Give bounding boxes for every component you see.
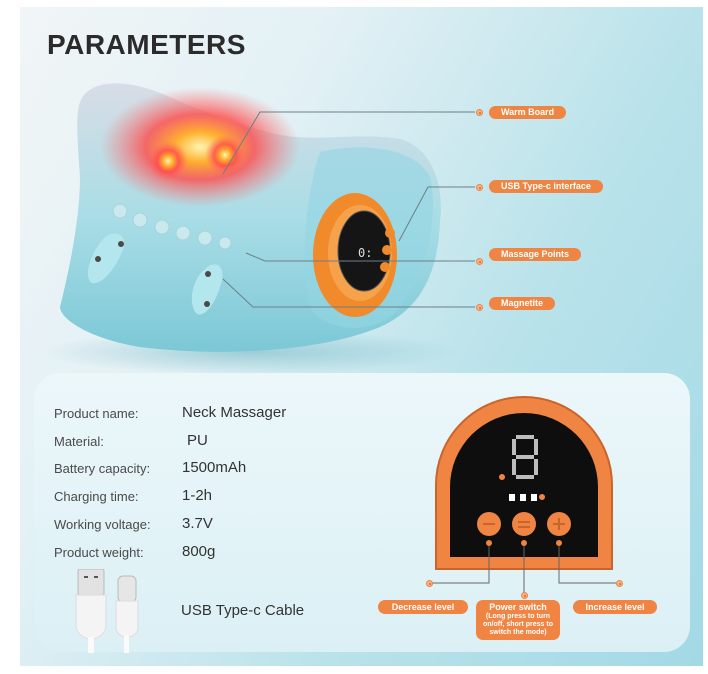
usb-cable-label: USB Type-c Cable (181, 602, 305, 619)
page-title: PARAMETERS (47, 29, 246, 60)
usb-cable-icon (75, 569, 139, 653)
spec-value-product-name: Neck Massager (182, 404, 287, 421)
callout-magnetite: Magnetite (489, 297, 556, 310)
spec-label-voltage: Working voltage: (54, 517, 151, 532)
product-parameters-graphic: PARAMETERS (20, 7, 703, 666)
power-switch-label: Power switch (Long press to turn on/off,… (476, 600, 560, 640)
svg-text:0:: 0: (358, 246, 372, 260)
spec-value-voltage: 3.7V (182, 515, 213, 532)
power-dot (521, 592, 528, 599)
spec-label-weight: Product weight: (54, 545, 144, 560)
callout-dot (476, 258, 483, 265)
spec-label-material: Material: (54, 434, 104, 449)
spec-value-charging-time: 1-2h (182, 487, 213, 504)
specs-panel: Product name: Neck Massager Material: PU… (34, 373, 690, 653)
callout-massage-points: Massage Points (489, 248, 582, 261)
spec-value-battery: 1500mAh (182, 459, 247, 476)
control-panel-diagram (429, 396, 619, 595)
increase-dot (616, 580, 623, 587)
spec-value-material: PU (187, 432, 208, 449)
power-switch-title: Power switch (489, 602, 547, 612)
increase-level-label: Increase level (573, 600, 657, 614)
callout-warm-board: Warm Board (489, 106, 567, 119)
decrease-dot (426, 580, 433, 587)
spec-label-charging-time: Charging time: (54, 489, 139, 504)
callout-dot (476, 304, 483, 311)
decrease-level-label: Decrease level (378, 600, 468, 614)
callout-dot (476, 109, 483, 116)
spec-label-product-name: Product name: (54, 406, 139, 421)
neck-massager-illustration: 0: (40, 83, 475, 374)
callout-dot (476, 184, 483, 191)
spec-value-weight: 800g (182, 543, 216, 560)
callout-usb-interface: USB Type-c interface (489, 180, 603, 193)
power-switch-note: (Long press to turn on/off, short press … (483, 613, 553, 636)
spec-label-battery: Battery capacity: (54, 461, 151, 476)
